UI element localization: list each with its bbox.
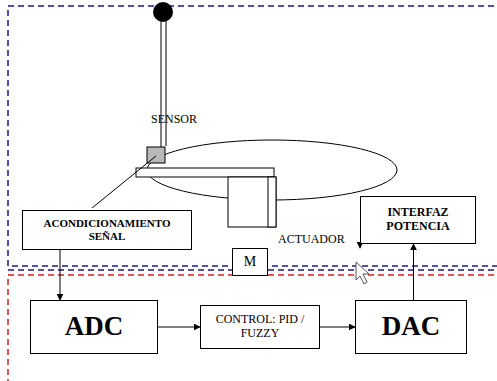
process-box: CONTROL: PID / FUZZY [200, 305, 320, 349]
controller-region [8, 275, 497, 381]
motor-shaft [268, 177, 276, 227]
mouse-cursor [356, 262, 369, 284]
signal-arrow [360, 244, 361, 248]
signal-arrow [158, 327, 200, 328]
node-text: ACONDICIONAMIENTO SEÑAL [27, 217, 187, 242]
motor-housing [228, 177, 276, 227]
sensor-wire [92, 156, 156, 208]
rotating-arm [136, 168, 274, 177]
process-box: INTERFAZ POTENCIA [360, 196, 476, 244]
node-text: M [244, 254, 256, 270]
node-text: INTERFAZ POTENCIA [365, 206, 471, 234]
motor-box: M [232, 248, 268, 276]
node-text: ADC [65, 311, 124, 342]
plant-region [8, 6, 497, 266]
signal-arrow [60, 250, 61, 300]
signal-arrow [413, 244, 414, 300]
signal-arrow [320, 327, 355, 328]
pendulum-rod [166, 16, 167, 146]
part-label: SENSOR [151, 112, 197, 127]
pendulum-rod [161, 16, 162, 152]
process-box: DAC [355, 300, 467, 354]
process-box: ADC [30, 300, 158, 354]
pendulum-mass [153, 2, 173, 22]
node-text: DAC [382, 311, 441, 342]
node-text: CONTROL: PID / FUZZY [205, 313, 315, 341]
part-label: ACTUADOR [278, 232, 345, 247]
process-box: ACONDICIONAMIENTO SEÑAL [22, 210, 192, 250]
